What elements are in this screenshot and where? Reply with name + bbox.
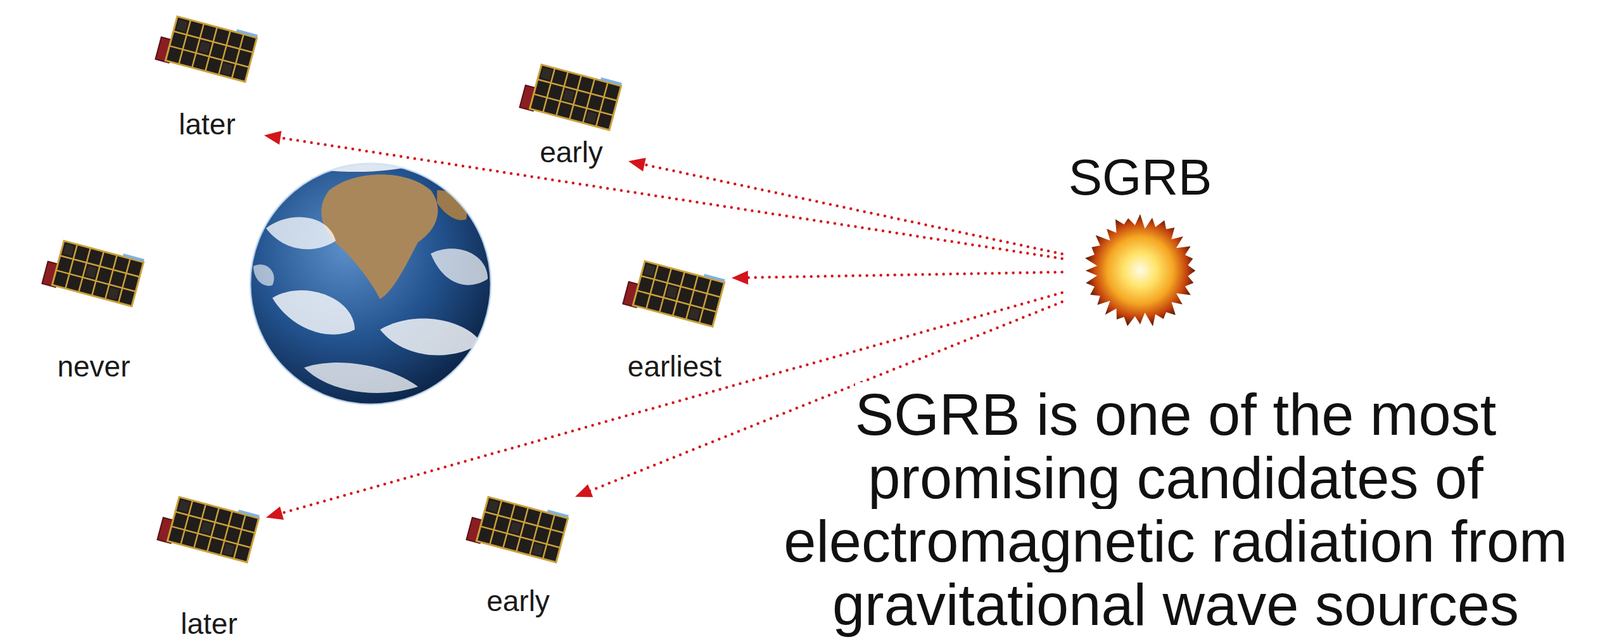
satellite-node: later [150, 10, 265, 146]
arrow-head [731, 270, 749, 285]
note-block: SGRB is one of the most promising candid… [767, 382, 1585, 636]
satellite-icon [153, 15, 261, 82]
satellite-icon [39, 239, 148, 306]
satellite-label: never [36, 349, 151, 384]
satellite-node: never [36, 234, 151, 388]
satellite-shape [41, 236, 144, 308]
satellite-label: later [150, 107, 265, 142]
satellite-node: later [152, 490, 267, 644]
satellite-label: later [152, 606, 267, 641]
arrow-head [264, 131, 282, 146]
arrow-head [266, 506, 284, 520]
arrow-head [628, 157, 647, 172]
satellite-icon [464, 495, 572, 562]
satellite-shape [466, 492, 569, 564]
grb-node: SGRB [1062, 145, 1219, 333]
satellite-shape [622, 256, 725, 328]
satellite-node: earliest [617, 254, 732, 388]
satellite-icon [155, 495, 263, 562]
dotted-line [745, 271, 1063, 278]
satellite-node: early [461, 490, 576, 622]
satellite-node: early [514, 58, 629, 173]
dotted-line [642, 164, 1063, 254]
burst-icon [1076, 207, 1204, 334]
dotted-arrow [731, 270, 1063, 285]
satellite-shape [519, 60, 622, 132]
dotted-arrow [264, 131, 1063, 259]
satellite-label: early [514, 135, 629, 170]
satellite-icon [517, 63, 626, 130]
earth [250, 160, 491, 405]
satellite-shape [155, 12, 258, 83]
arrow-head [575, 483, 593, 497]
dotted-line [278, 137, 1063, 259]
satellite-label: early [461, 584, 576, 618]
note-text: SGRB is one of the most promising candid… [783, 381, 1568, 637]
burst-shape [1085, 214, 1196, 327]
dotted-arrow [628, 157, 1063, 254]
burst-label: SGRB [1062, 148, 1219, 207]
satellite-label: earliest [617, 349, 732, 384]
satellite-shape [157, 492, 260, 564]
satellite-icon [620, 259, 729, 327]
